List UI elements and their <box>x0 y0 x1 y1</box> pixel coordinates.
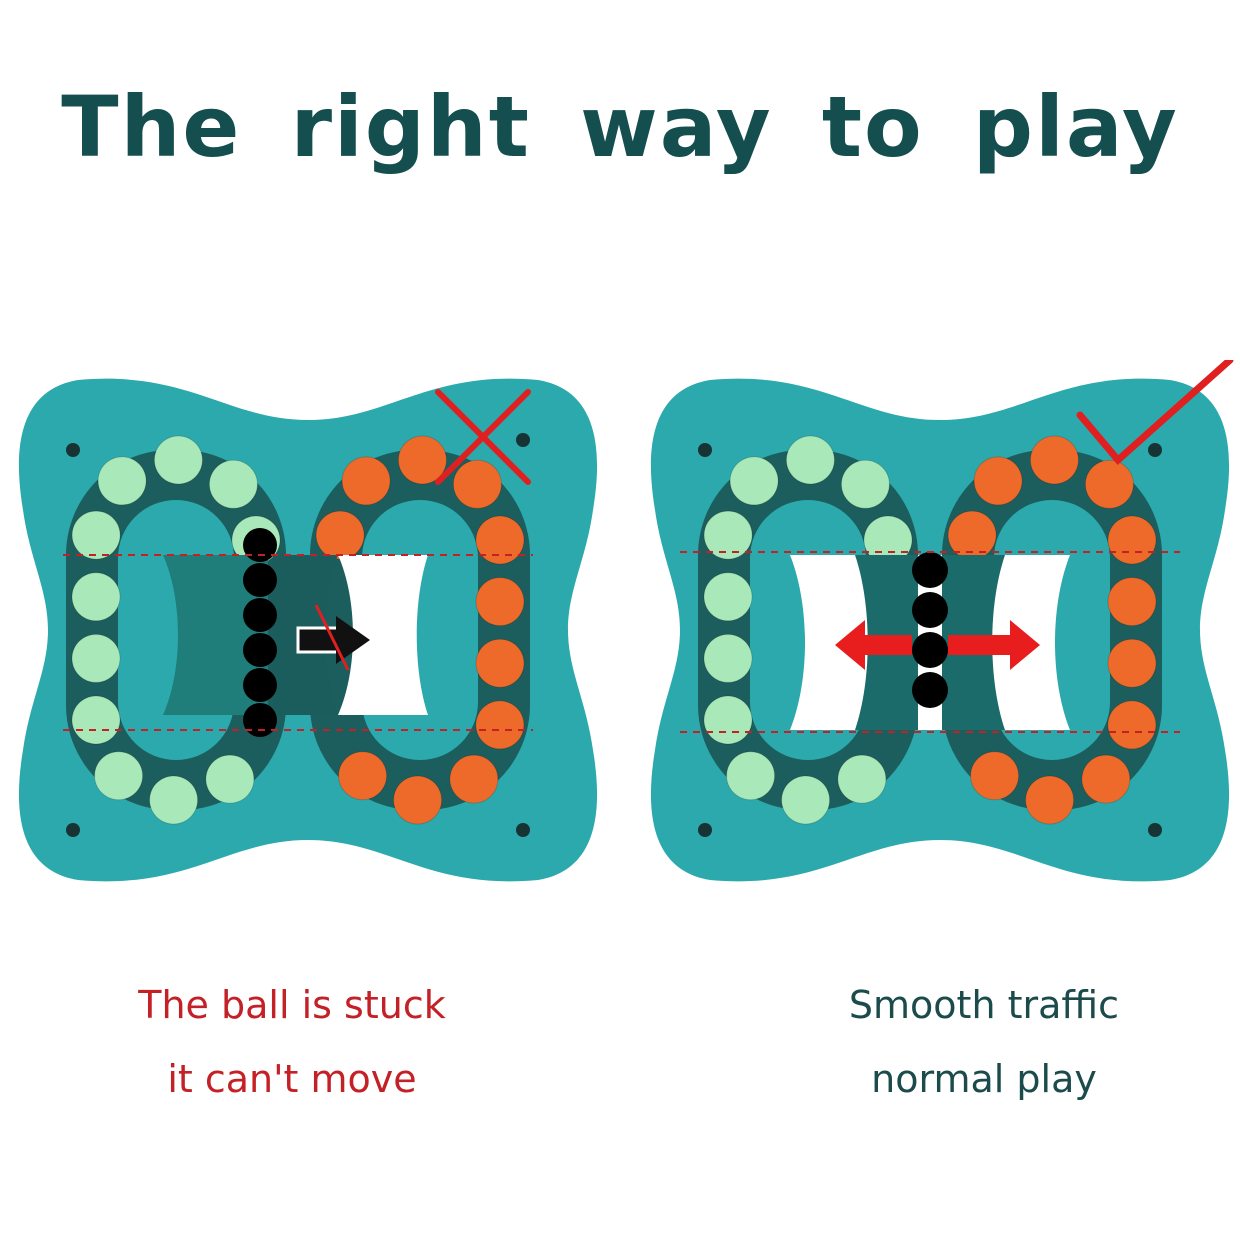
caption-wrong-line2: it can't move <box>167 1057 417 1101</box>
screw-icon <box>516 823 530 837</box>
ball <box>71 572 121 622</box>
screw-icon <box>66 823 80 837</box>
caption-correct-line1: Smooth traffic <box>848 983 1120 1027</box>
ball <box>840 459 890 509</box>
ball <box>341 456 391 506</box>
ball <box>729 456 779 506</box>
ball <box>393 775 443 825</box>
ball <box>973 456 1023 506</box>
ball <box>208 459 258 509</box>
spread-arrows-icon <box>835 620 1040 670</box>
ball <box>1084 459 1134 509</box>
ball <box>97 456 147 506</box>
ball <box>475 638 525 688</box>
caption-wrong-line1: The ball is stuck <box>138 983 446 1027</box>
ball <box>338 751 388 801</box>
rotator-left <box>163 555 268 715</box>
ball <box>726 751 776 801</box>
ball <box>71 633 121 683</box>
ball <box>475 515 525 565</box>
cross-icon <box>435 389 531 485</box>
toy-correct-illustration <box>640 360 1240 900</box>
ball <box>71 510 121 560</box>
screw-icon <box>66 443 80 457</box>
ball <box>94 751 144 801</box>
ball <box>452 459 502 509</box>
ball <box>785 435 835 485</box>
page-title: The right way to play <box>61 78 1179 176</box>
green-balls <box>703 435 913 825</box>
ball <box>703 572 753 622</box>
caption-correct: Smooth traffic normal play <box>724 968 1240 1116</box>
screw-icon <box>516 433 530 447</box>
caption-correct-line2: normal play <box>871 1057 1097 1101</box>
ball <box>1107 577 1157 627</box>
blocked-arrow-icon <box>296 604 370 671</box>
green-balls <box>71 435 281 825</box>
ball <box>1081 754 1131 804</box>
toy-correct-svg <box>650 360 1234 882</box>
ball <box>71 695 121 745</box>
ball <box>475 577 525 627</box>
rotator-white-left <box>790 555 875 730</box>
ball <box>703 695 753 745</box>
ball <box>449 754 499 804</box>
screw-icon <box>698 443 712 457</box>
ball <box>781 775 831 825</box>
ball <box>205 754 255 804</box>
ball <box>837 754 887 804</box>
rotator-white-slot <box>338 555 428 715</box>
toy-stuck-svg <box>18 378 598 882</box>
ball <box>703 510 753 560</box>
ball <box>1025 775 1075 825</box>
ball <box>1107 515 1157 565</box>
ball <box>397 435 447 485</box>
ball <box>315 510 365 560</box>
screw-icon <box>1148 443 1162 457</box>
ball <box>1029 435 1079 485</box>
stuck-black-balls <box>243 528 277 737</box>
screw-icon <box>698 823 712 837</box>
ball <box>475 700 525 750</box>
screw-icon <box>1148 823 1162 837</box>
ball <box>149 775 199 825</box>
toy-stuck-illustration <box>8 360 608 900</box>
check-icon <box>1076 360 1234 466</box>
orange-balls <box>947 435 1157 825</box>
orange-balls <box>315 435 525 825</box>
ball <box>1107 700 1157 750</box>
ball <box>1107 638 1157 688</box>
ball <box>970 751 1020 801</box>
ball <box>703 633 753 683</box>
caption-wrong: The ball is stuck it can't move <box>32 968 552 1116</box>
ball <box>153 435 203 485</box>
aligned-black-balls <box>912 552 948 708</box>
